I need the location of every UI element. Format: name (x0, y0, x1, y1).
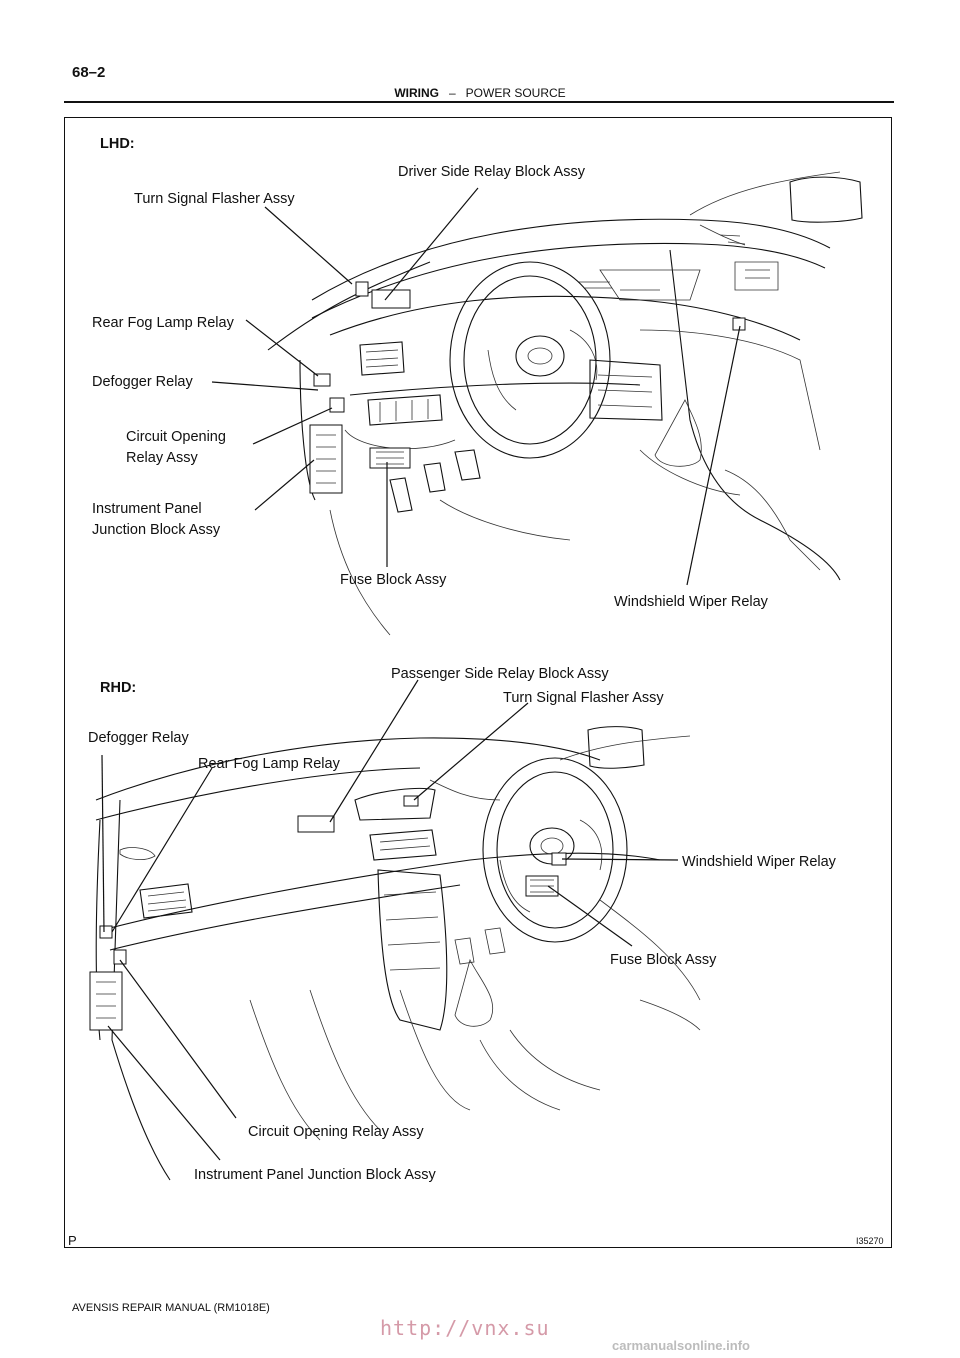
rhd-label-fuse-block: Fuse Block Assy (610, 952, 717, 968)
rhd-label-turn-signal-flasher: Turn Signal Flasher Assy (503, 690, 664, 706)
lhd-dashboard-art (267, 171, 863, 636)
section-title: WIRING (394, 86, 439, 100)
lhd-label-driver-side-relay-block: Driver Side Relay Block Assy (398, 164, 585, 180)
page-number: 68–2 (72, 64, 106, 81)
lhd-label-defogger-relay: Defogger Relay (92, 374, 193, 390)
lhd-label-rear-fog-lamp-relay: Rear Fog Lamp Relay (92, 315, 234, 331)
rhd-label-circuit-opening-relay: Circuit Opening Relay Assy (248, 1124, 424, 1140)
rhd-passenger-relay-block-part (297, 815, 335, 833)
rhd-junction-block-part (89, 971, 123, 1031)
lhd-label-windshield-wiper-relay: Windshield Wiper Relay (614, 594, 768, 610)
rhd-dashboard-art (95, 726, 701, 1181)
rhd-circuit-opening-relay-part (113, 949, 127, 965)
lhd-turn-signal-flasher-part (355, 281, 369, 297)
manual-footer: AVENSIS REPAIR MANUAL (RM1018E) (72, 1302, 270, 1314)
rhd-heading: RHD: (100, 680, 137, 696)
rhd-label-defogger-relay: Defogger Relay (88, 730, 189, 746)
watermark-link[interactable]: http://vnx.su (380, 1316, 550, 1340)
header-rule (64, 101, 894, 103)
lhd-label-instrument-panel-jb: Instrument Panel Junction Block Assy (92, 501, 221, 538)
rhd-label-passenger-side-relay-block: Passenger Side Relay Block Assy (391, 666, 609, 682)
rhd-leader-lines (101, 679, 679, 1161)
rhd-label-instrument-panel-jb: Instrument Panel Junction Block Assy (194, 1167, 436, 1183)
lhd-rear-fog-relay-part (313, 373, 331, 387)
topic-title: POWER SOURCE (465, 86, 566, 100)
figure-frame (64, 117, 892, 1248)
lhd-components (309, 281, 746, 494)
lhd-circuit-opening-relay-part (329, 397, 345, 413)
running-header: WIRING–POWER SOURCE (0, 86, 960, 100)
lhd-heading: LHD: (100, 136, 135, 152)
lhd-label-turn-signal-flasher: Turn Signal Flasher Assy (134, 191, 295, 207)
rhd-components (89, 795, 567, 1031)
rhd-label-windshield-wiper-relay: Windshield Wiper Relay (682, 854, 836, 870)
corner-mark: P (68, 1233, 77, 1248)
watermark-site: carmanualsonline.info (612, 1338, 750, 1353)
lhd-label-fuse-block: Fuse Block Assy (340, 572, 447, 588)
rhd-turn-signal-flasher-part (403, 795, 419, 807)
rhd-label-rear-fog-lamp-relay: Rear Fog Lamp Relay (198, 756, 340, 772)
lhd-driver-relay-block-part (371, 289, 411, 309)
header-separator: – (448, 86, 456, 100)
rhd-defogger-relay-part (99, 925, 113, 939)
figure-id: I35270 (856, 1236, 884, 1246)
lhd-label-circuit-opening-relay: Circuit Opening Relay Assy (126, 429, 226, 466)
lhd-leader-lines (211, 187, 741, 586)
